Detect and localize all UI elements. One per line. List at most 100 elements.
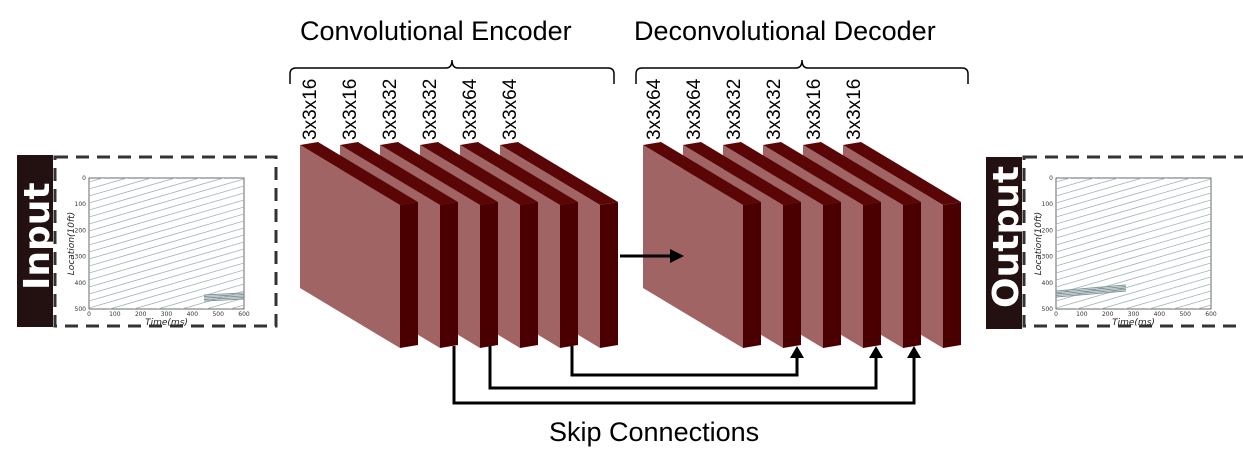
trajectory-line [1056,248,1211,295]
trajectory-line [1056,178,1144,204]
trajectory-line [1056,424,1211,466]
encoder-block-top [300,142,418,205]
encoder-blocks [300,142,618,348]
trajectory-line [89,178,129,190]
trajectory-line [1056,178,1072,183]
skip-arrowheads [790,346,921,358]
trajectory-line [1056,337,1211,364]
decoder-block-side [823,202,841,348]
output-label-bar [986,157,1022,329]
congestion-line [1056,286,1127,293]
input-label: Input [17,182,58,290]
encoder-block-side [600,202,618,348]
decoder-block-side [943,202,961,348]
congestion-line [203,297,244,300]
trajectory-line [89,438,244,466]
trajectory-line [89,178,244,225]
congestion-line [1056,289,1127,296]
encoder-block [300,142,418,348]
trajectory-line [1056,206,1211,253]
trajectory-line [89,375,244,420]
x-tick-label: 300 [161,311,173,318]
decoder-block-side [743,202,761,348]
encoder-decoder-arrow [620,249,684,263]
skip-connections-label: Skip Connections [549,417,759,447]
x-axis-label: Time(ms) [1112,318,1155,328]
trajectory-line [89,213,244,260]
encoder-layer-label: 3x3x16 [300,79,321,140]
trajectory-line [1099,276,1211,309]
trajectory-line [1056,199,1211,246]
x-tick-label: 500 [212,311,224,318]
congestion-line [1056,287,1127,295]
decoder-block-top [723,142,841,205]
trajectory-line [1056,396,1211,441]
trajectory-line [1056,351,1211,378]
encoder-block-top [420,142,538,205]
y-tick-label: 0 [1049,175,1053,182]
y-tick-label: 400 [75,280,87,287]
trajectory-line [132,276,244,309]
trajectory-line [1075,269,1211,309]
x-tick-label: 400 [1154,311,1166,318]
trajectory-line [89,368,244,413]
trajectory-line [89,410,244,455]
trajectory-line [1056,365,1211,392]
trajectory-line [156,283,244,309]
y-tick-label: 400 [1042,280,1054,287]
encoder-layer-label: 3x3x16 [340,79,361,140]
y-tick-label: 300 [75,254,87,261]
trajectory-line [89,185,244,232]
input-label-bar [17,155,53,327]
skip-connection-outer [452,346,916,405]
encoder-brace [289,59,615,84]
encoder-block-side [440,202,458,348]
x-tick-label: 200 [1102,311,1114,318]
trajectory-line [1056,123,1211,168]
congestion-line [203,298,244,302]
trajectory-line [1171,297,1211,309]
output-dashed-frame [1022,155,1243,328]
trajectory-line [1056,220,1211,267]
trajectory-line [1056,262,1211,309]
decoder-layer-label: 3x3x32 [724,79,745,140]
encoder-block-side [480,202,498,348]
trajectory-line [1056,431,1211,466]
trajectory-line [89,361,244,406]
encoder-block-top [340,142,458,205]
decoder-block-top [643,142,761,205]
decoder-block-front [643,145,743,348]
decoder-layer-label: 3x3x32 [764,79,785,140]
trajectory-line [1056,178,1168,211]
trajectory-line [89,123,244,168]
decoder-layer-label: 3x3x16 [804,79,825,140]
encoder-block-front [300,145,400,348]
trajectory-line [1056,185,1211,232]
trajectory-lines [89,123,244,466]
encoder-block-side [560,202,578,348]
x-tick-label: 200 [135,311,147,318]
decoder-block-top [763,142,881,205]
y-tick-label: 0 [82,175,86,182]
trajectory-line [1056,178,1211,225]
x-axis-label: Time(ms) [145,318,188,328]
x-tick-label: 600 [238,311,250,318]
trajectory-line [89,248,244,295]
decoder-block [643,142,761,348]
y-axis-label: Location(10ft) [1034,212,1044,275]
encoder-layer-label: 3x3x32 [380,79,401,140]
trajectory-line [89,192,244,239]
encoder-block-top [460,142,578,205]
trajectory-line [89,333,244,378]
decoder-block-side [903,202,921,348]
trajectory-lines [1056,123,1211,466]
trajectory-line [89,403,244,448]
trajectory-line [89,255,244,302]
congestion-line [203,294,244,297]
output-label: Output [986,166,1027,308]
x-tick-label: 0 [1054,311,1058,318]
trajectory-line [89,262,244,309]
skip-connection-inner [570,346,799,377]
encoder-block-top [500,142,618,205]
trajectory-line [1056,227,1211,274]
